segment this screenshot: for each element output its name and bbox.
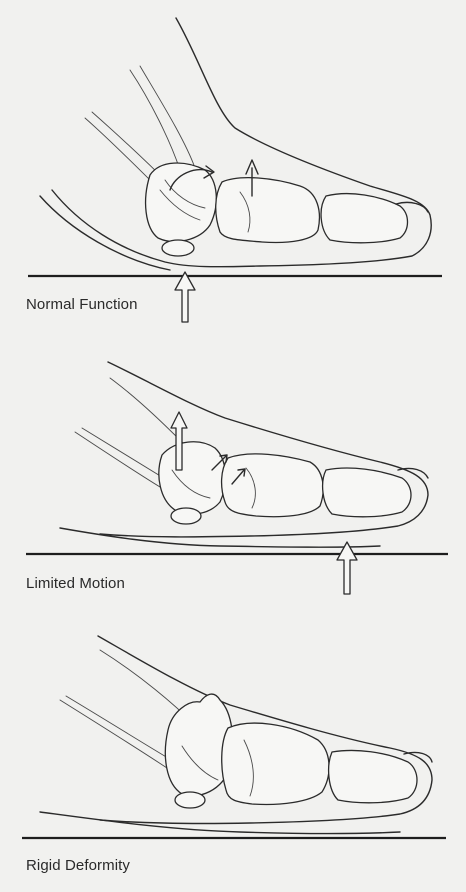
tendon-1a <box>130 70 180 170</box>
force-arrow-1 <box>175 272 195 322</box>
caption-limited-motion: Limited Motion <box>26 575 125 592</box>
caption-rigid-deformity: Rigid Deformity <box>26 857 130 874</box>
proximal-phalanx-1 <box>216 178 320 243</box>
sole-line-2 <box>60 528 380 547</box>
tendon-2b <box>75 432 165 490</box>
panel-rigid-deformity <box>22 636 446 838</box>
force-arrow-2 <box>337 542 357 594</box>
sesamoid-3 <box>175 792 205 808</box>
sesamoid-1 <box>162 240 194 256</box>
metatarsal-head-1 <box>146 163 217 242</box>
proximal-phalanx-2 <box>222 454 324 517</box>
panel-limited-motion <box>26 362 448 594</box>
tendon-3b <box>60 700 170 770</box>
tendon-3c <box>66 696 178 764</box>
distal-phalanx-3 <box>329 750 417 802</box>
caption-normal-function: Normal Function <box>26 296 138 313</box>
sesamoid-2 <box>171 508 201 524</box>
proximal-phalanx-3 <box>222 723 329 804</box>
distal-phalanx-2 <box>323 468 411 517</box>
metatarsal-head-2 <box>159 442 226 514</box>
panel-normal-function <box>28 18 442 322</box>
distal-phalanx-1 <box>321 194 407 243</box>
tendon-1b <box>140 66 195 168</box>
